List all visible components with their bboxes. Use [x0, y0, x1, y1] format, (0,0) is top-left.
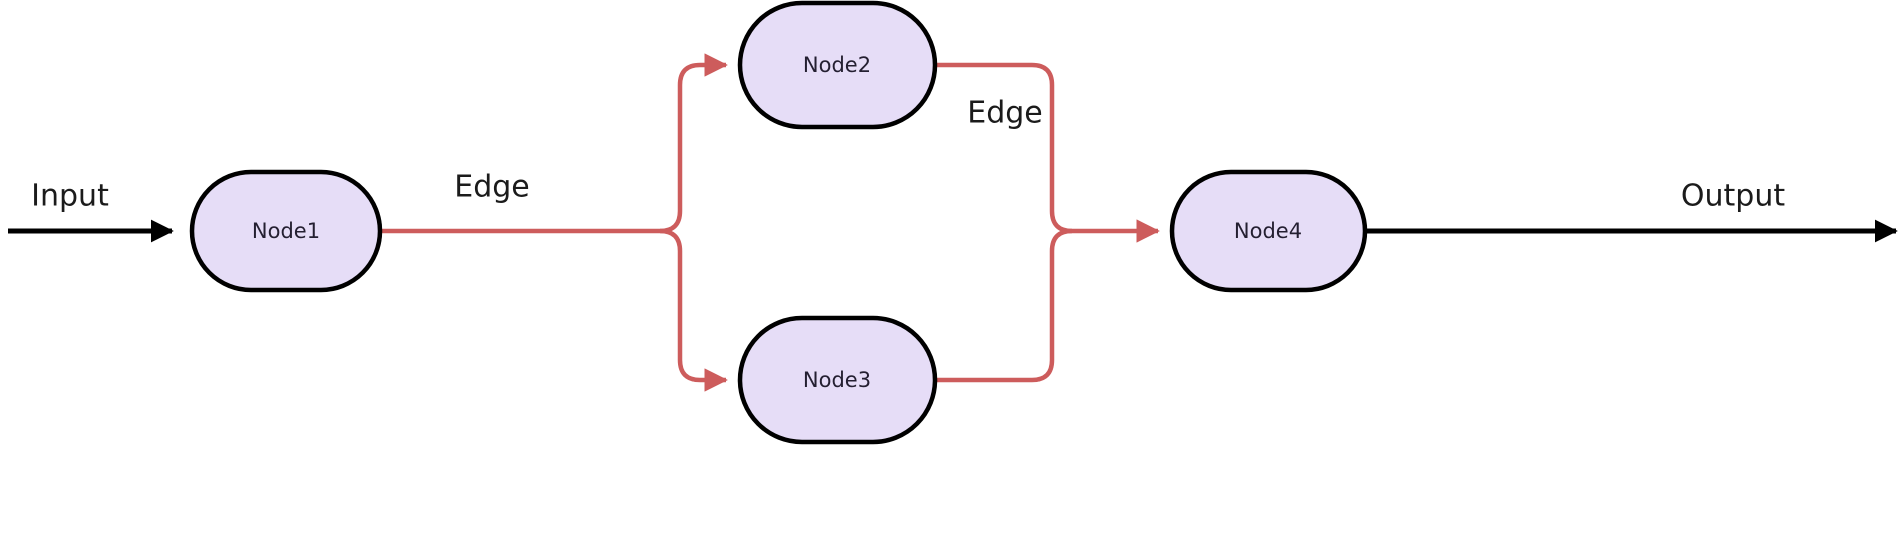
- node3-label: Node3: [803, 368, 871, 392]
- output-connector: Output: [1367, 179, 1898, 243]
- node4-shape[interactable]: [1169, 169, 1368, 293]
- node-node2[interactable]: Node2: [737, 0, 938, 130]
- node2-shape[interactable]: [737, 0, 938, 130]
- output-label: Output: [1681, 179, 1785, 214]
- edge-fork-to-node2: [677, 53, 728, 211]
- node1-shape[interactable]: [189, 169, 383, 293]
- node3-shape[interactable]: [737, 315, 938, 445]
- input-connector: Input: [8, 179, 174, 243]
- edge-label-node2-node4: Edge: [967, 96, 1043, 131]
- node2-label: Node2: [803, 53, 871, 77]
- edge-node3-to-node4: [937, 228, 1073, 383]
- edge-label-node1-fork: Edge: [454, 170, 530, 205]
- node4-label: Node4: [1234, 219, 1302, 243]
- node-node1[interactable]: Node1: [189, 169, 383, 293]
- edge-fork-to-node3: [659, 210, 726, 380]
- edge-node2-to-node4: [937, 62, 1160, 243]
- input-label: Input: [31, 179, 109, 214]
- edge-node1-to-fork: [382, 228, 683, 252]
- node-node4[interactable]: Node4: [1169, 169, 1368, 293]
- node1-label: Node1: [252, 219, 320, 243]
- node-node3[interactable]: Node3: [737, 315, 938, 445]
